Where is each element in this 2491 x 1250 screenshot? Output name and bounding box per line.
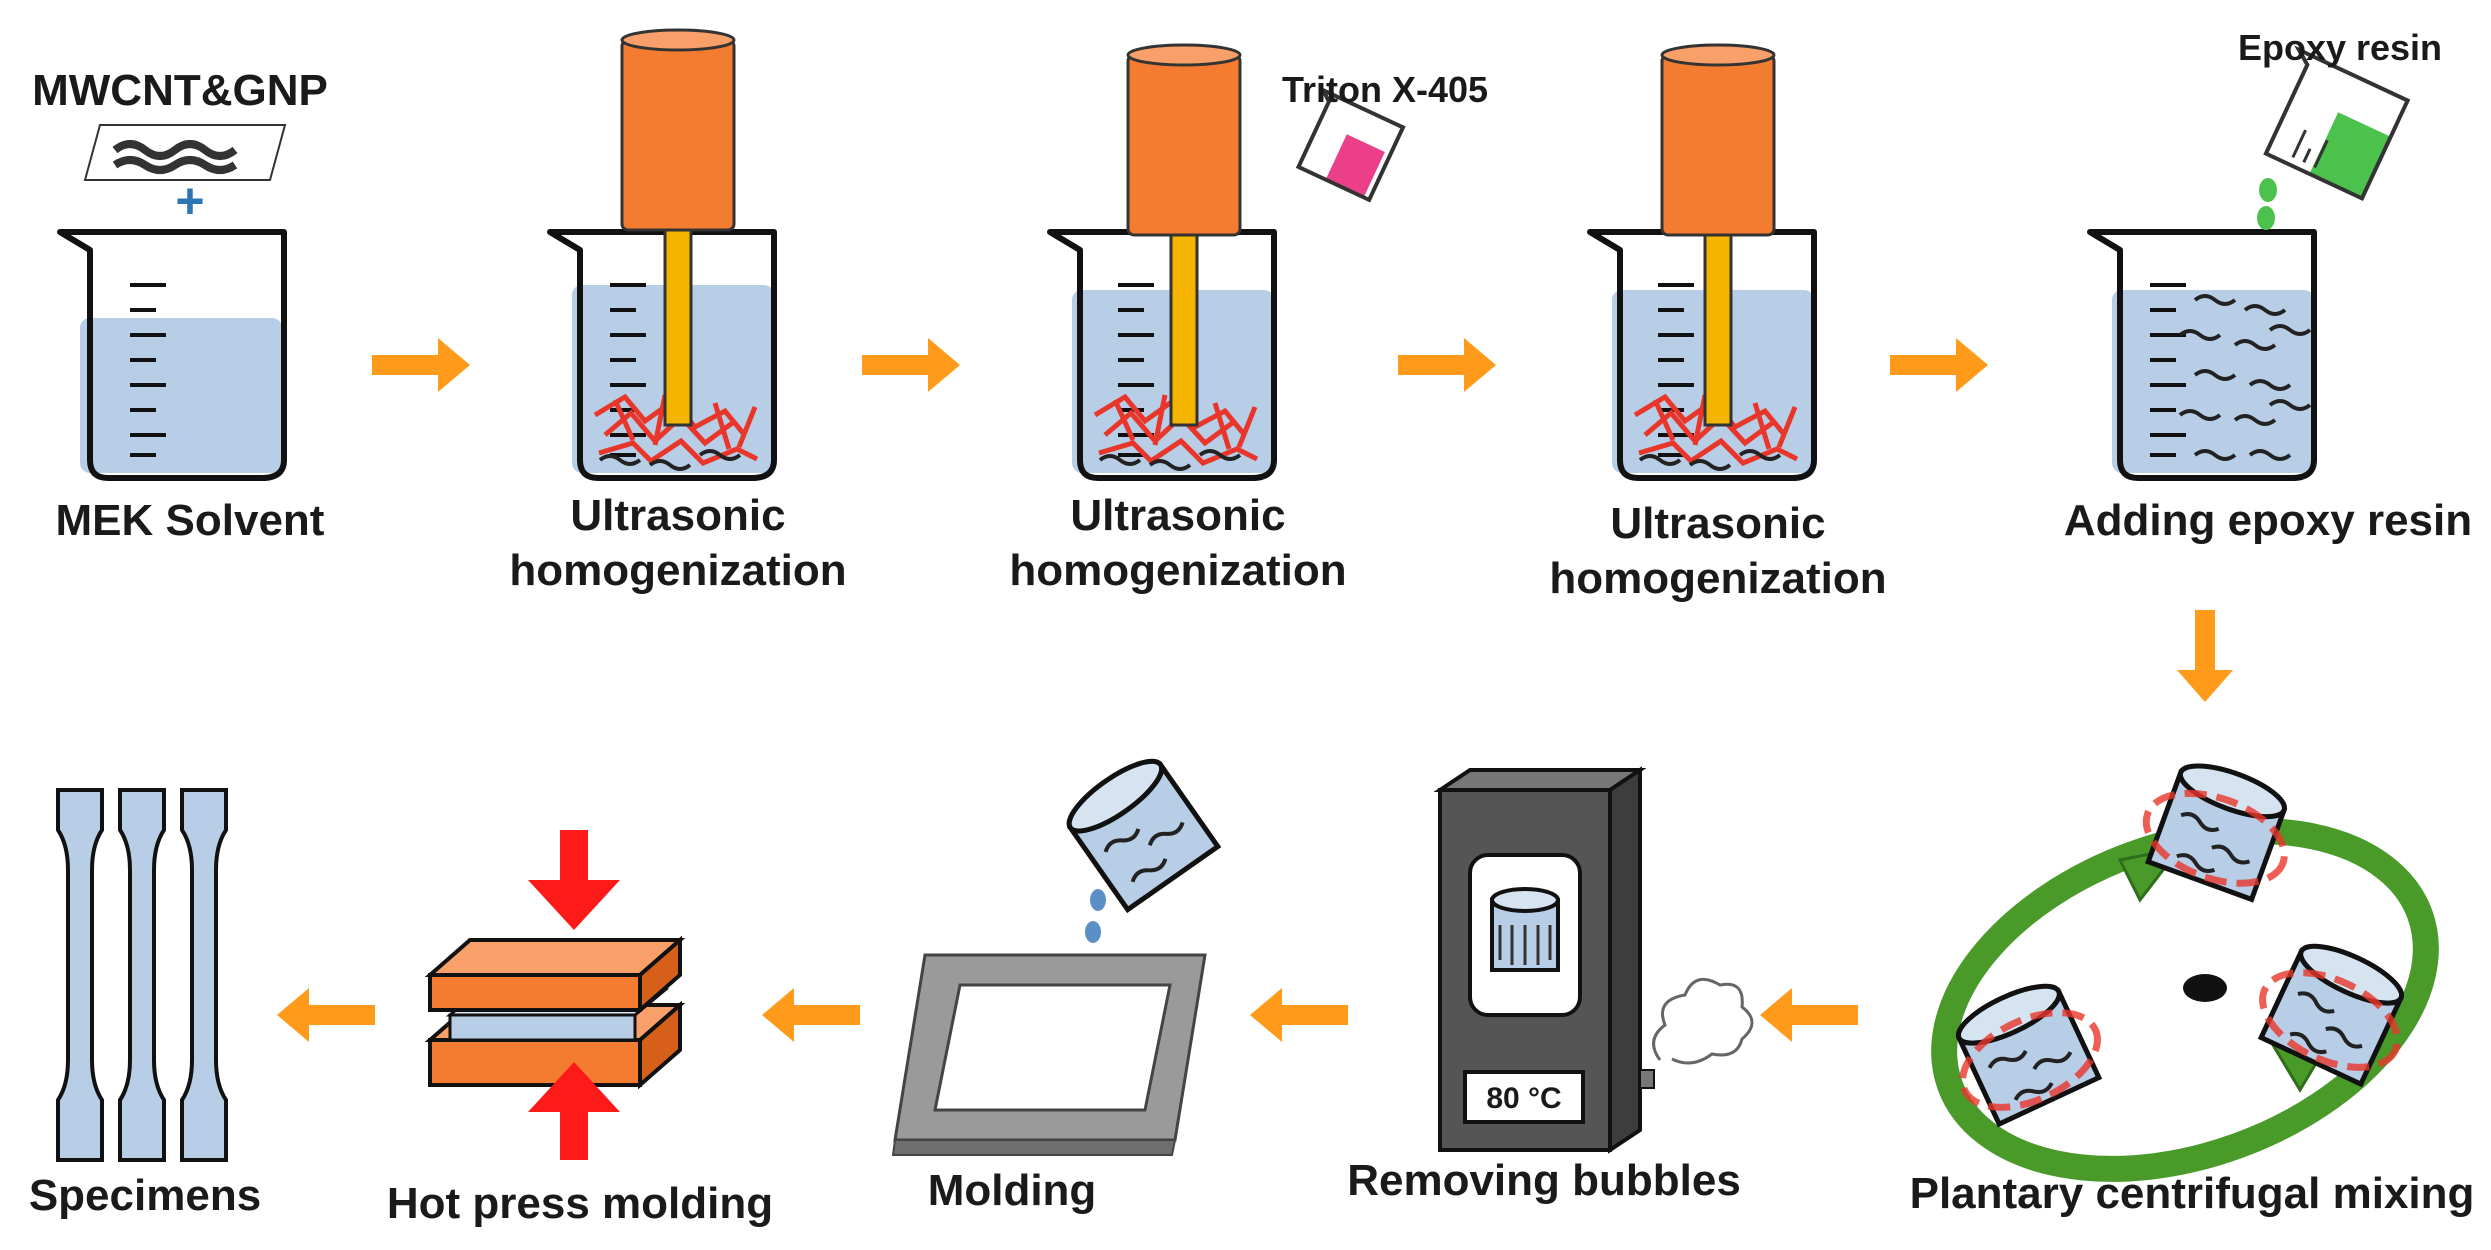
beaker-icon xyxy=(1587,229,1817,481)
step-molding: Molding xyxy=(891,758,1222,1215)
epoxy-drops-icon xyxy=(2257,178,2277,230)
container-icon xyxy=(1955,983,2103,1128)
step-ultrasonic-1: Ultrasonic homogenization xyxy=(509,28,847,595)
label-ultrasonic-2-line2: homogenization xyxy=(1009,546,1346,595)
label-removing-bubbles: Removing bubbles xyxy=(1347,1156,1741,1205)
label-specimens: Specimens xyxy=(29,1171,261,1220)
specimen-icon xyxy=(118,788,166,1162)
specimen-icon xyxy=(56,788,104,1162)
arrow-right-2 xyxy=(862,338,960,392)
container-icon xyxy=(2257,943,2405,1088)
epoxy-resin-label: Epoxy resin xyxy=(2238,27,2442,68)
steam-icon xyxy=(1652,977,1754,1065)
hot-press-icon xyxy=(424,935,686,1090)
beaker-icon xyxy=(2087,229,2317,481)
ultrasonic-probe-icon xyxy=(620,28,736,427)
triton-label: Triton X-405 xyxy=(1282,69,1488,110)
beaker-icon xyxy=(1047,229,1277,481)
ultrasonic-probe-icon xyxy=(1660,43,1776,427)
arrow-right-4 xyxy=(1890,338,1988,392)
beaker-icon xyxy=(547,229,777,481)
press-top-arrow-icon xyxy=(528,830,620,930)
epoxy-beaker-icon xyxy=(2263,45,2411,202)
label-planetary-mixing: Plantary centrifugal mixing xyxy=(1910,1169,2475,1218)
specimen-icon xyxy=(180,788,228,1162)
arrow-left-1 xyxy=(1760,988,1858,1042)
label-ultrasonic-3-line2: homogenization xyxy=(1549,554,1886,603)
plus-icon: + xyxy=(175,173,204,229)
label-mek-solvent: MEK Solvent xyxy=(56,496,325,545)
label-molding: Molding xyxy=(928,1166,1097,1215)
label-ultrasonic-1-line1: Ultrasonic xyxy=(570,491,785,540)
mold-frame-icon xyxy=(891,953,1207,1156)
press-bottom-arrow-icon xyxy=(528,1062,620,1160)
label-ultrasonic-2-line1: Ultrasonic xyxy=(1070,491,1285,540)
fillers-label: MWCNT&GNP xyxy=(32,66,328,115)
triton-beaker-icon xyxy=(1295,85,1406,203)
arrow-down xyxy=(2177,610,2233,702)
oven-temperature: 80 °C xyxy=(1486,1082,1561,1115)
filler-paper-icon xyxy=(83,124,287,181)
arrow-left-2 xyxy=(1250,988,1348,1042)
container-icon xyxy=(2142,763,2288,903)
beaker-icon xyxy=(57,229,287,481)
step-planetary-mixing: Plantary centrifugal mixing xyxy=(1910,763,2475,1218)
step-ultrasonic-3: Ultrasonic homogenization xyxy=(1549,43,1887,603)
step-hot-press: Hot press molding xyxy=(387,830,773,1228)
step-mek-solvent: MWCNT&GNP + MEK Solvent xyxy=(32,66,328,545)
arrow-left-4 xyxy=(277,988,375,1042)
arrow-left-3 xyxy=(762,988,860,1042)
step-removing-bubbles: 80 °C Removing bubbles xyxy=(1347,766,1754,1205)
label-adding-epoxy: Adding epoxy resin xyxy=(2064,496,2472,545)
step-specimens: Specimens xyxy=(29,788,261,1220)
container-icon xyxy=(1490,887,1560,972)
arrow-right-3 xyxy=(1398,338,1496,392)
pouring-container-icon xyxy=(1066,758,1222,914)
ultrasonic-probe-icon xyxy=(1126,43,1242,427)
step-ultrasonic-2: Triton X-405 Ultrasonic homogenization xyxy=(1009,43,1488,595)
arrow-right-1 xyxy=(372,338,470,392)
label-ultrasonic-1-line2: homogenization xyxy=(509,546,846,595)
resin-drops-icon xyxy=(1085,889,1106,943)
label-ultrasonic-3-line1: Ultrasonic xyxy=(1610,499,1825,548)
label-hot-press: Hot press molding xyxy=(387,1179,773,1228)
step-adding-epoxy: Epoxy resin Adding epoxy resin xyxy=(2064,27,2472,545)
oven-icon: 80 °C xyxy=(1433,766,1655,1154)
rotation-arrow-icon xyxy=(1931,818,2439,1182)
